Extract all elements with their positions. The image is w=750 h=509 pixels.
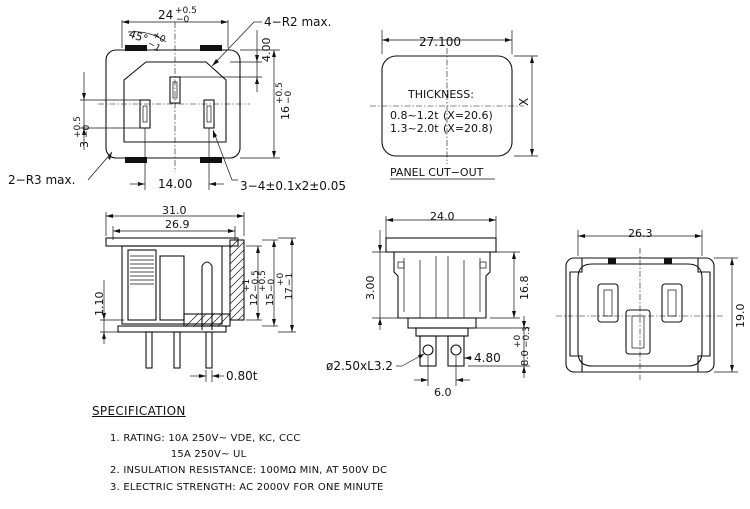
rear-width-dim: 26.3 [628, 227, 653, 240]
front-socket-view: 24 +0.5 −0 45° +0 −1 4−R2 max. 4.00 16 +… [8, 6, 346, 193]
side-thickness-dim: 0.80t [226, 369, 258, 383]
front-pin-width-dim: 4.80 [474, 351, 501, 365]
cutout-width-dim: 27.100 [419, 35, 461, 49]
radius-note: 2−R3 max. [8, 173, 75, 187]
front-pin-length-dim: 8.0 [520, 350, 531, 366]
front-pin-pitch-dim: 6.0 [434, 386, 452, 399]
pin-spacing-dim: 14.00 [158, 177, 192, 191]
side-12-tol-lower: −0.5 [251, 270, 261, 292]
rear-height-dim: 19.0 [734, 304, 747, 329]
panel-cutout-label: PANEL CUT−OUT [390, 166, 484, 179]
corner-radius-note: 4−R2 max. [264, 15, 331, 29]
side-inner-dim: 26.9 [165, 218, 190, 231]
height-tol-upper: +0.5 [275, 82, 285, 104]
specification-title: SPECIFICATION [92, 404, 186, 418]
side-view: 31.0 26.9 [93, 204, 296, 383]
cutout-height-dim: X [517, 98, 531, 106]
spec-line-2: 15A 250V~ UL [110, 449, 247, 460]
rear-view: 26.3 19.0 [556, 227, 747, 380]
side-flange-dim: 1.10 [93, 292, 106, 317]
thickness-row1-value: (X=20.6) [443, 109, 493, 122]
front-view: 24.0 3.00 16.8 [326, 210, 532, 399]
height-tol-lower: −0 [284, 90, 294, 104]
side-overall-dim: 31.0 [162, 204, 187, 217]
front-pin-length-tol-upper: +0 [513, 334, 523, 348]
thickness-row1-range: 0.8~1.2t [390, 109, 439, 122]
spec-line-1: 1. RATING: 10A 250V~ VDE, KC, CCC [110, 433, 301, 444]
left-dim: 3 [78, 141, 91, 148]
left-tol-lower: −0 [82, 124, 92, 138]
side-12-dim: 12 [249, 293, 260, 306]
front-height-dim: 16.8 [518, 276, 531, 301]
side-17-tol-lower: −1 [285, 273, 295, 286]
side-17-tol-upper: +0 [276, 272, 286, 286]
top-width-dim: 24 [158, 8, 173, 22]
latch-ribs [130, 255, 154, 285]
angle-dim: 45° [127, 27, 150, 45]
front-width-dim: 24.0 [430, 210, 455, 223]
thickness-row2-value: (X=20.8) [443, 122, 493, 135]
side-15-tol-upper: +0.5 [258, 270, 268, 292]
front-pin-length-tol-lower: −0.3 [522, 326, 532, 348]
front-flange-dim: 3.00 [364, 276, 377, 301]
hatched-section [183, 239, 245, 327]
spec-line-4: 3. ELECTRIC STRENGTH: AC 2000V FOR ONE M… [110, 482, 384, 493]
thickness-row2-range: 1.3~2.0t [390, 122, 439, 135]
top-width-tol-upper: +0.5 [175, 6, 197, 16]
thickness-title: THICKNESS: [407, 88, 474, 101]
top-width-tol-lower: −0 [176, 15, 190, 25]
side-15-tol-lower: −0 [267, 278, 277, 292]
side-17-dim: 17 [284, 287, 295, 300]
height-dim: 16 [279, 106, 292, 120]
left-tol-upper: +0.5 [73, 116, 83, 138]
panel-cutout-view: 27.100 X THICKNESS: 0.8~1.2t (X=20.6) 1.… [370, 30, 538, 180]
side-12-tol-upper: +1 [242, 279, 252, 292]
side-15-dim: 15 [265, 293, 276, 306]
spec-line-3: 2. INSULATION RESISTANCE: 100MΩ MIN, AT … [110, 465, 388, 476]
front-hole-dim: ø2.50xL3.2 [326, 359, 393, 373]
pin-note: 3−4±0.1x2±0.05 [240, 179, 346, 193]
